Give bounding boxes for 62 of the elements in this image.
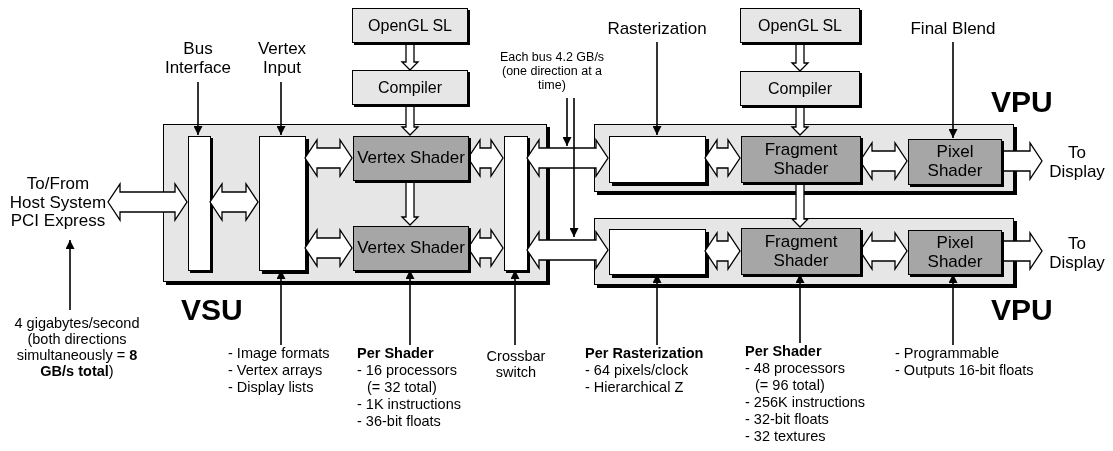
spec-item: - 36-bit floats: [357, 413, 442, 430]
compiler-block: Compiler: [352, 70, 468, 105]
spec-item: - Hierarchical Z: [585, 379, 685, 396]
rasterizer-block: [609, 136, 706, 183]
spec-item: - 64 pixels/clock: [585, 362, 690, 379]
spec-item: - 32 textures: [745, 428, 827, 445]
spec-heading: Per Shader: [745, 343, 823, 360]
shader-block: Vertex Shader: [353, 226, 469, 271]
bus-arrow: [526, 137, 609, 179]
component-label: Final Blend: [893, 16, 1013, 42]
bus-arrow: [704, 137, 741, 179]
bandwidth-note: Each bus 4.2 GB/s (one direction at a time): [494, 46, 610, 98]
leader-line: [948, 41, 958, 139]
source-block: OpenGL SL: [740, 8, 860, 43]
leader-line: [276, 81, 286, 136]
source-block: OpenGL SL: [352, 8, 468, 43]
bus-arrow: [304, 227, 353, 269]
shader-block: Vertex Shader: [353, 136, 469, 181]
unit-label: VPU: [991, 85, 1053, 119]
bus-arrow: [304, 137, 353, 179]
leader-line: [193, 81, 203, 136]
bus-arrow: [209, 181, 259, 223]
bus-arrow: [704, 230, 741, 272]
spec-item: - 256K instructions: [745, 394, 867, 411]
leader-line: [569, 97, 579, 238]
endpoint-label: To Display: [1042, 229, 1112, 279]
leader-line: [652, 41, 662, 136]
spec-item: - 32-bit floats: [745, 411, 830, 428]
unit-label: VPU: [991, 293, 1053, 327]
flow-arrow: [790, 105, 810, 136]
unit-label: VSU: [181, 293, 243, 327]
spec-item: - Vertex arrays: [228, 362, 324, 379]
spec-item: - 1K instructions: [357, 396, 462, 413]
spec-heading: Per Shader: [357, 345, 435, 362]
crossbar-bar: [504, 136, 528, 271]
shader-block: Fragment Shader: [741, 228, 861, 275]
rasterizer-block: [609, 229, 706, 275]
spec-item: - 16 processors (= 32 total): [357, 362, 458, 396]
spec-item: - Display lists: [228, 379, 315, 396]
component-label: Crossbar switch: [478, 345, 554, 385]
endpoint-label: To Display: [1042, 138, 1112, 188]
compiler-block: Compiler: [740, 71, 860, 106]
shader-block: Pixel Shader: [908, 230, 1002, 275]
vertex-input-block: [259, 136, 306, 271]
flow-arrow: [790, 42, 810, 72]
flow-arrow: [400, 42, 420, 71]
bus-arrow: [107, 181, 188, 223]
spec-heading: Per Rasterization: [585, 345, 705, 362]
leader-line: [65, 239, 75, 311]
bus-interface-bar: [188, 136, 211, 271]
leader-line: [562, 97, 572, 147]
bandwidth-note: 4 gigabytes/second (both directions simultaneously = 8 GB/s total): [2, 310, 152, 386]
spec-item: - Outputs 16-bit floats: [895, 362, 1035, 379]
bus-arrow: [526, 229, 609, 271]
spec-item: - Image formats: [228, 345, 331, 362]
shader-block: Fragment Shader: [741, 136, 861, 183]
spec-item: - Programmable: [895, 345, 1000, 362]
component-label: Rasterization: [597, 16, 717, 42]
endpoint-label: To/From Host System PCI Express: [8, 166, 108, 240]
shader-block: Pixel Shader: [908, 139, 1002, 185]
spec-item: - 48 processors (= 96 total): [745, 360, 846, 394]
flow-arrow: [400, 104, 420, 136]
